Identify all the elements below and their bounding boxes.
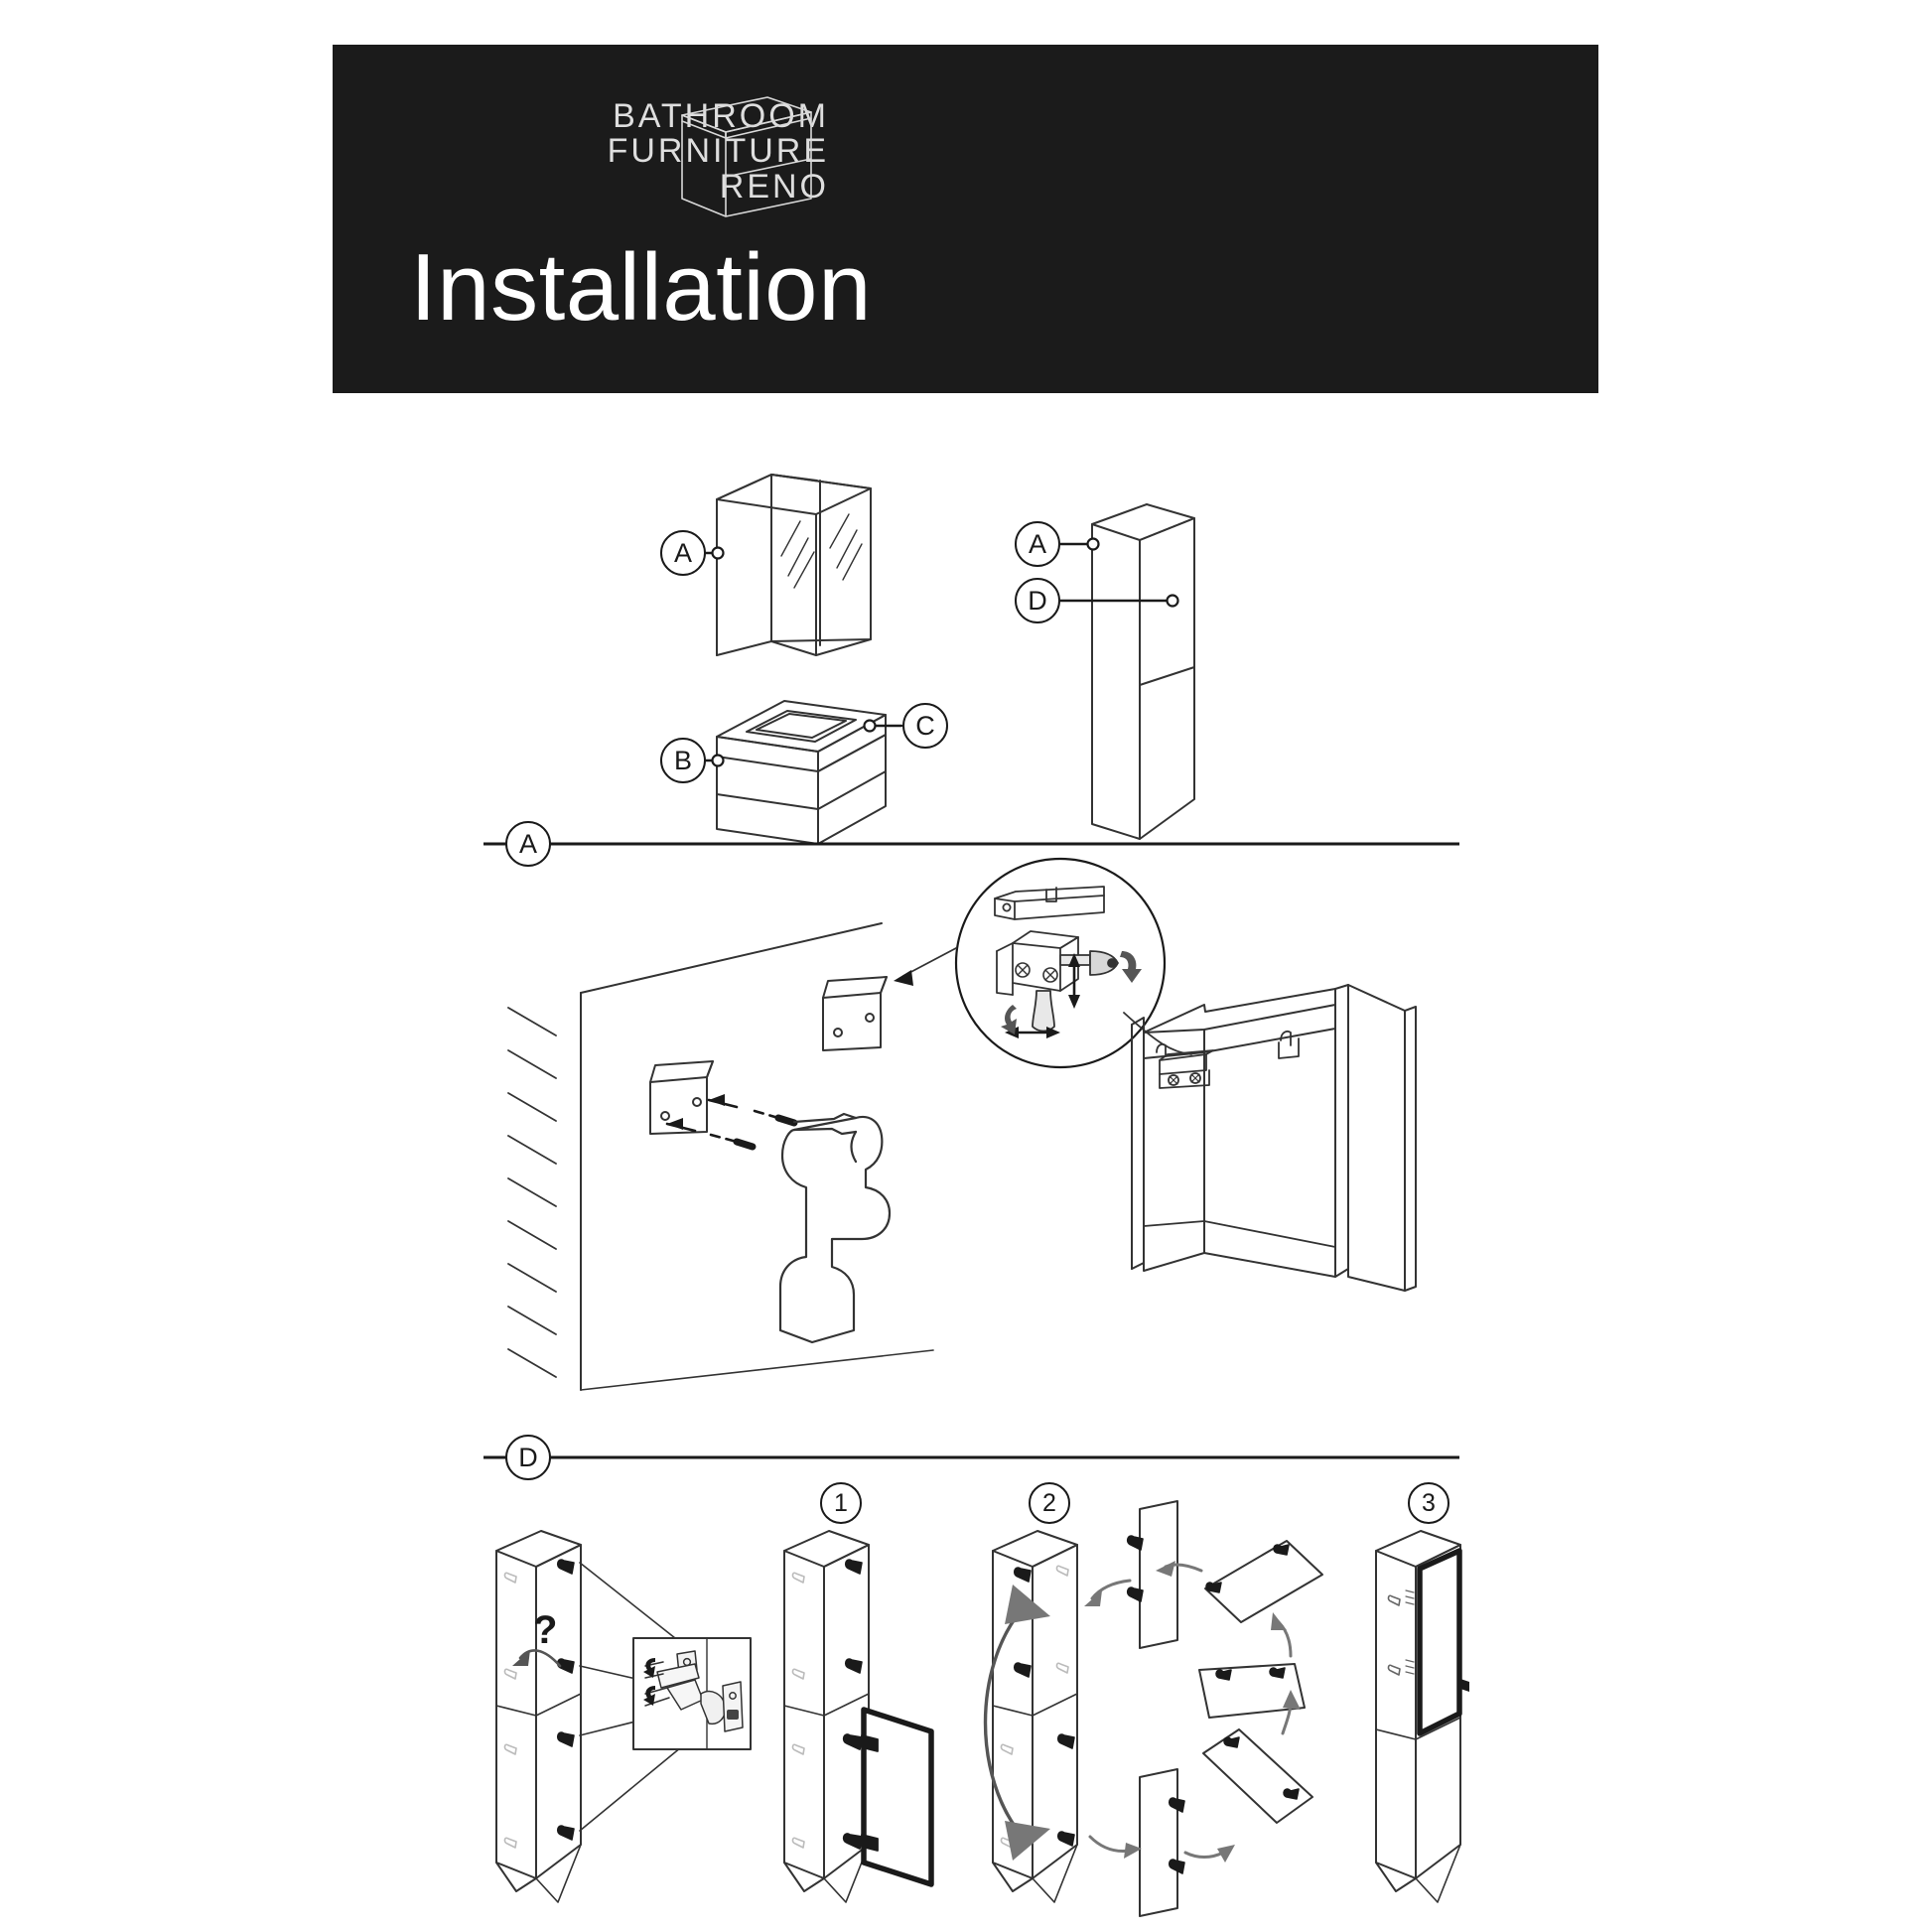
vertical-adjust-arrow — [1068, 953, 1080, 1009]
header-bar: BATHROOM FURNITURE RENO Installatio — [333, 45, 1598, 393]
callout-d-column-leader — [1058, 594, 1179, 608]
cabinet-outline-icon — [660, 91, 819, 225]
step-marker-1: 1 — [820, 1482, 862, 1524]
vanity-unit-drawing — [716, 700, 887, 845]
section-marker-a: A — [505, 821, 551, 867]
page-title: Installation — [410, 234, 872, 341]
detail-pointer-arrow — [894, 947, 957, 986]
part-callout-b: B — [660, 738, 706, 783]
step1-cabinet — [783, 1530, 934, 1903]
part-callout-a: A — [660, 530, 706, 576]
brand-logo: BATHROOM FURNITURE RENO — [412, 96, 829, 233]
rotation-arrow-exit-top — [1084, 1579, 1132, 1606]
screw-upper — [707, 1094, 798, 1127]
part-callout-c: C — [902, 703, 948, 749]
hinge-choice-question-mark: ? — [533, 1608, 558, 1652]
section-marker-d: D — [505, 1435, 551, 1480]
callout-a-column-leader — [1058, 537, 1100, 551]
hinge-choice-cabinet — [495, 1530, 682, 1903]
step2-cabinet — [983, 1530, 1078, 1903]
wall-bracket-left — [649, 1060, 714, 1135]
screw-lower — [665, 1118, 757, 1151]
callout-c-leader — [863, 719, 903, 733]
cordless-drill-icon — [778, 1112, 892, 1344]
rotation-arrow-enter-bottom — [1088, 1835, 1142, 1859]
part-callout-a-column: A — [1015, 521, 1060, 567]
wall-bracket-right — [822, 976, 888, 1051]
hanger-detail-circle — [954, 857, 1167, 1069]
wall-drawing — [507, 922, 934, 1391]
part-callout-d-column: D — [1015, 578, 1060, 623]
cabinet-carcass-drawing — [1131, 984, 1417, 1292]
rotation-arrow-lower-left — [1183, 1845, 1235, 1863]
rotate-arrow-left — [1001, 1005, 1017, 1035]
rotation-arrow-lower-up — [1281, 1690, 1301, 1735]
step3-cabinet — [1375, 1530, 1469, 1903]
step-marker-2: 2 — [1029, 1482, 1070, 1524]
horizontal-adjust-arrow — [1005, 1027, 1060, 1038]
rotation-arrow-mid-up — [1271, 1612, 1293, 1658]
column-cabinet-drawing — [1091, 503, 1195, 840]
mirror-cabinet-drawing — [716, 474, 872, 656]
door-rotation-sequence — [1084, 1500, 1323, 1917]
step-marker-3: 3 — [1408, 1482, 1449, 1524]
door-swap-double-arrow — [983, 1585, 1050, 1861]
rotate-arrow-right — [1120, 951, 1142, 983]
concealed-hinge-detail-box — [632, 1637, 752, 1750]
rotation-arrow-upper — [1156, 1561, 1203, 1577]
